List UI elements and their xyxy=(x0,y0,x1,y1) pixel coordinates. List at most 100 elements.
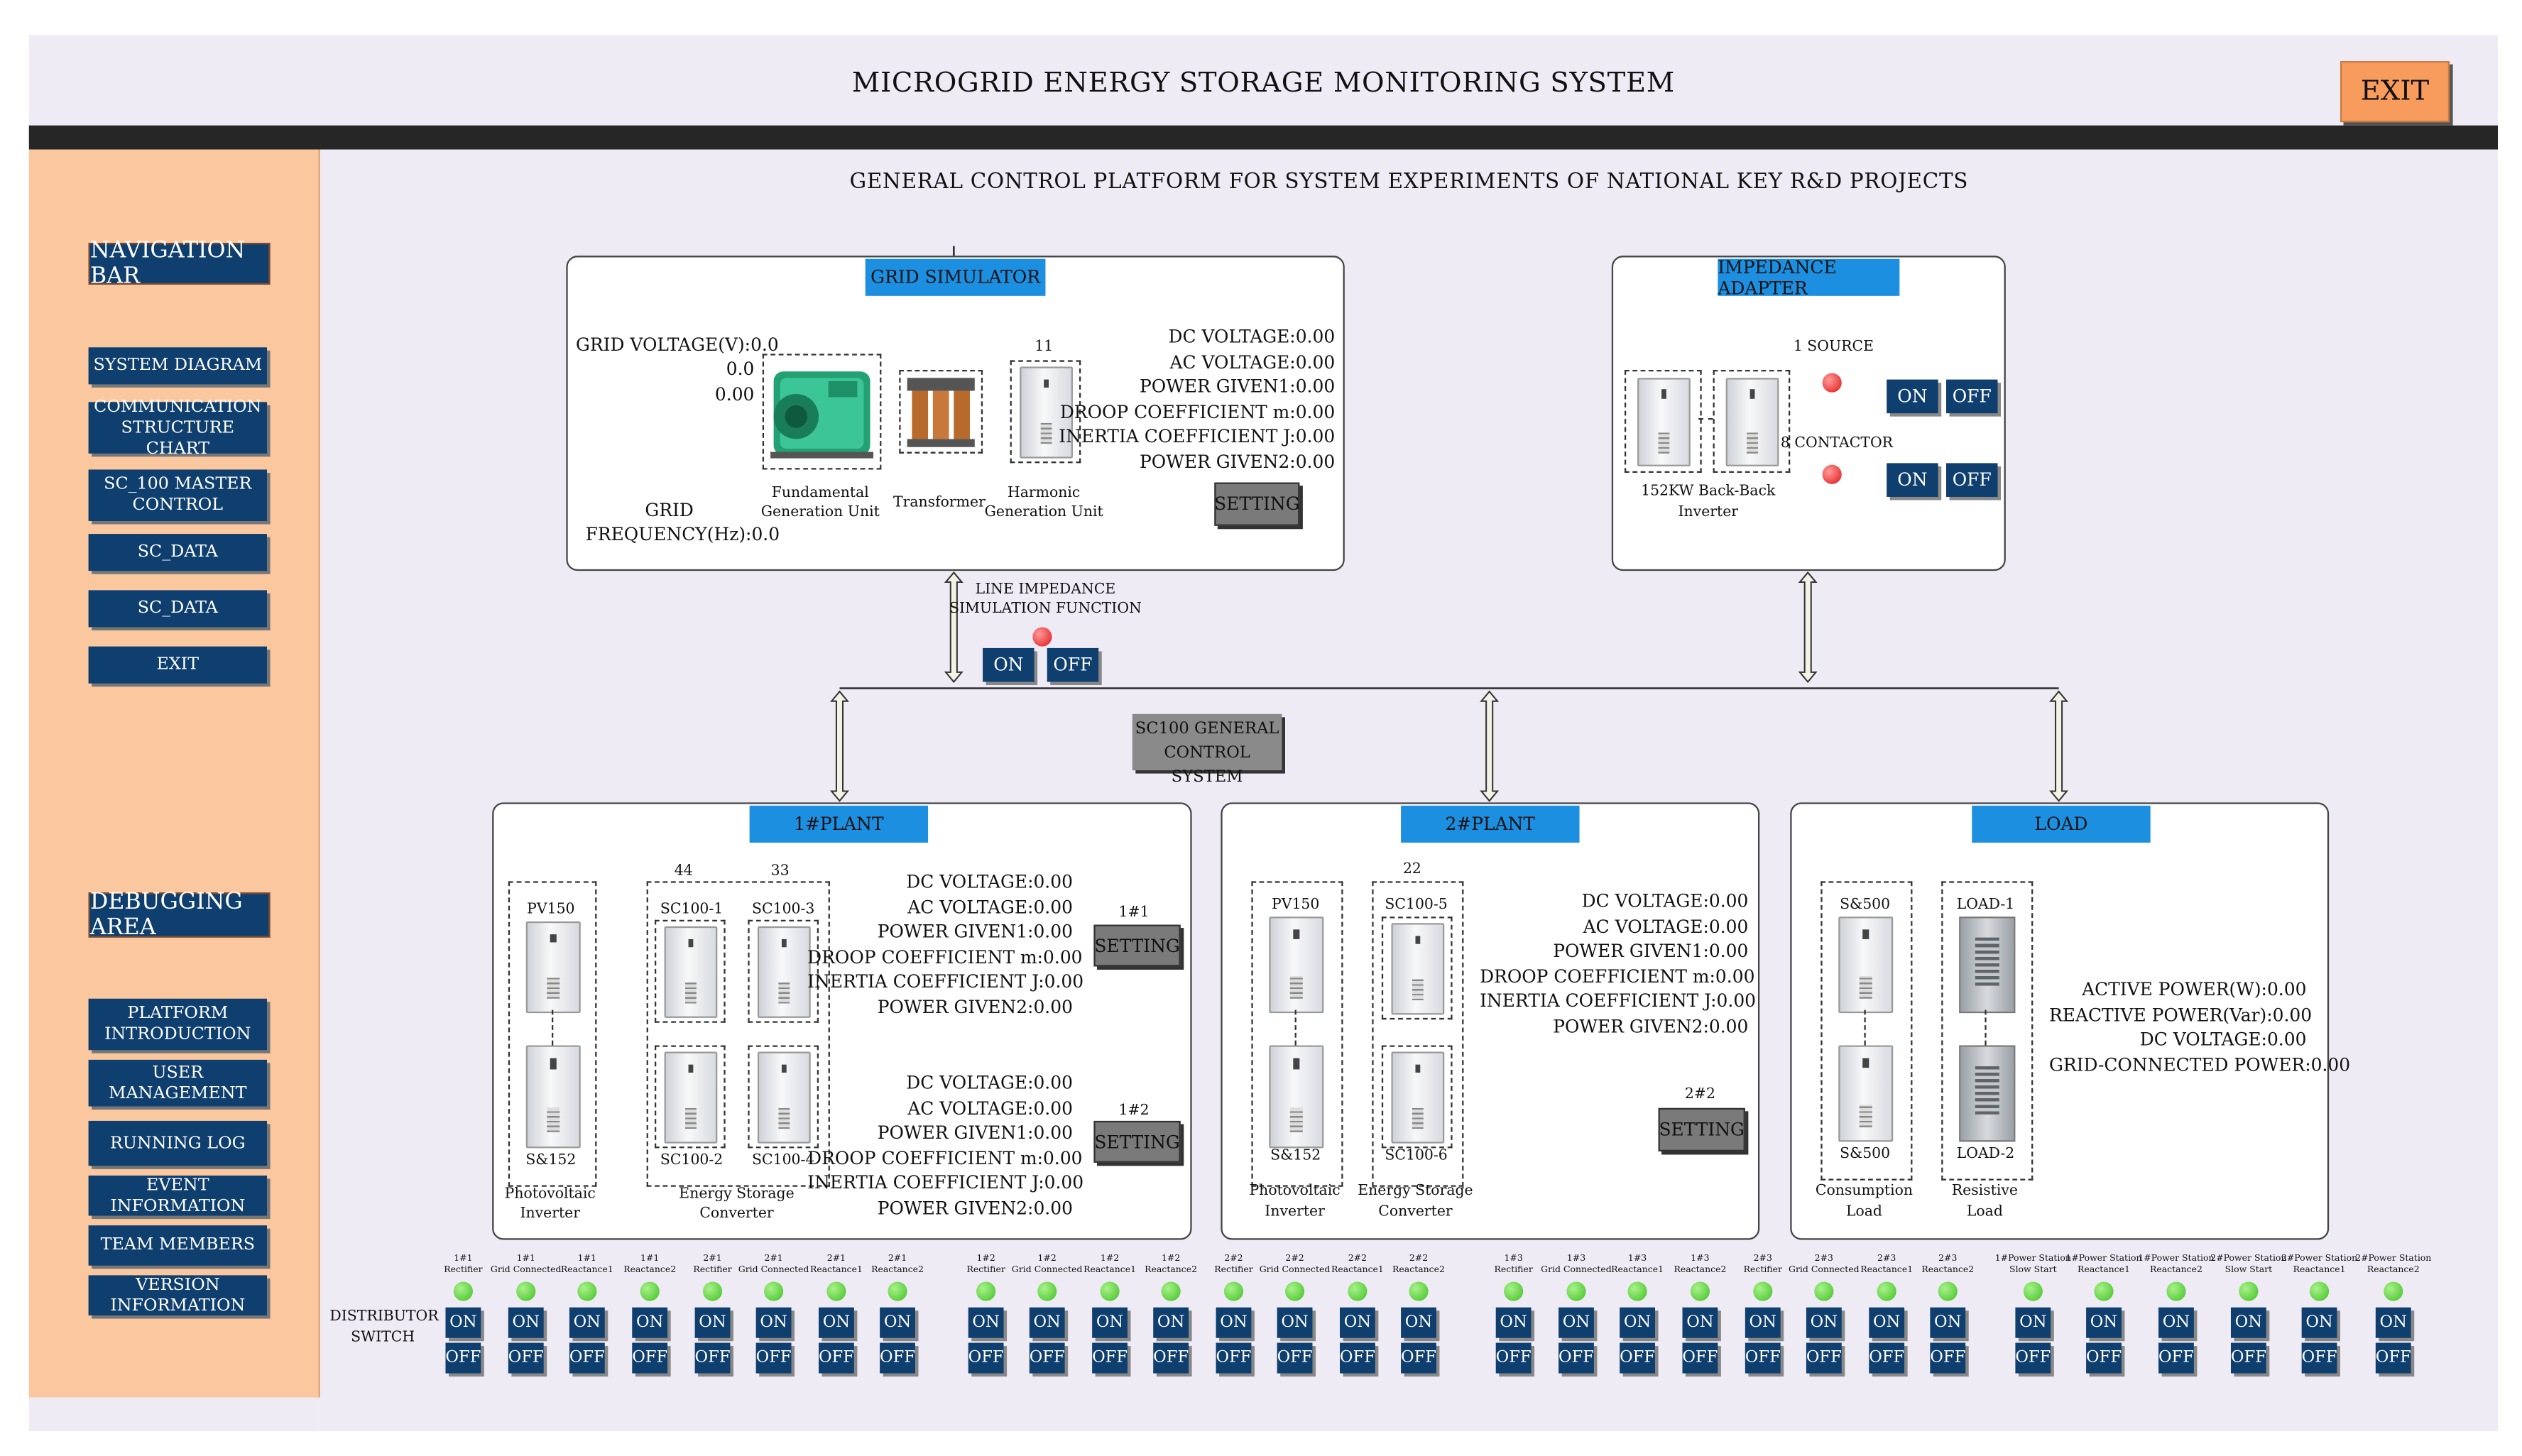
nav-item-exit[interactable]: EXIT xyxy=(88,646,268,684)
switch-14-off-button[interactable]: OFF xyxy=(1277,1342,1313,1374)
switch-16-on-button[interactable]: ON xyxy=(1401,1307,1436,1338)
page-title: MICROGRID ENERGY STORAGE MONITORING SYST… xyxy=(851,67,1675,100)
switch-25-off-button[interactable]: OFF xyxy=(2015,1342,2051,1374)
switch-7-on-button[interactable]: ON xyxy=(819,1307,854,1338)
switch-25-on-button[interactable]: ON xyxy=(2015,1307,2051,1338)
debug-item-user-management[interactable]: USER MANAGEMENT xyxy=(88,1059,268,1107)
plant-1-setting-1-tag: 1#1 xyxy=(1118,905,1150,922)
switch-30-on-button[interactable]: ON xyxy=(2375,1307,2411,1338)
switch-13-on-button[interactable]: ON xyxy=(1216,1307,1252,1338)
switch-16-label-2: Reactance2 xyxy=(1392,1265,1445,1276)
plant-1-setting-1-button[interactable]: SETTING xyxy=(1093,924,1181,967)
debug-item-running-log[interactable]: RUNNING LOG xyxy=(88,1120,268,1166)
switch-17-off-button[interactable]: OFF xyxy=(1496,1342,1532,1374)
switch-2-off-button[interactable]: OFF xyxy=(508,1342,544,1374)
switch-19-on-button[interactable]: ON xyxy=(1620,1307,1655,1338)
switch-21-off-button[interactable]: OFF xyxy=(1745,1342,1781,1374)
switch-22-on-button[interactable]: ON xyxy=(1806,1307,1842,1338)
switch-1-on-button[interactable]: ON xyxy=(445,1307,481,1338)
exit-button[interactable]: EXIT xyxy=(2340,61,2450,123)
switch-9-label-1: 1#2 xyxy=(976,1254,995,1264)
switch-8-label-1: 2#1 xyxy=(888,1254,907,1264)
switch-6-off-button[interactable]: OFF xyxy=(756,1342,792,1374)
source-on-button[interactable]: ON xyxy=(1887,379,1938,414)
switch-27-on-button[interactable]: ON xyxy=(2158,1307,2194,1338)
plant-2-setting-button[interactable]: SETTING xyxy=(1658,1107,1745,1151)
source-off-button[interactable]: OFF xyxy=(1946,379,1998,414)
switch-24-on-button[interactable]: ON xyxy=(1930,1307,1966,1338)
switch-10-on-button[interactable]: ON xyxy=(1029,1307,1065,1338)
switch-1-off-button[interactable]: OFF xyxy=(445,1342,481,1374)
nav-item-system-diagram[interactable]: SYSTEM DIAGRAM xyxy=(88,347,268,385)
switch-8-off-button[interactable]: OFF xyxy=(880,1342,915,1374)
switch-30-off-button[interactable]: OFF xyxy=(2376,1342,2411,1374)
switch-4-off-button[interactable]: OFF xyxy=(632,1342,667,1374)
grid-voltage-value-2: 0.0 xyxy=(726,358,755,380)
switch-8-on-button[interactable]: ON xyxy=(880,1307,915,1338)
switch-12-on-button[interactable]: ON xyxy=(1153,1307,1189,1338)
switch-12-off-button[interactable]: OFF xyxy=(1153,1342,1189,1374)
switch-20-on-button[interactable]: ON xyxy=(1682,1307,1718,1338)
line-impedance-off-button[interactable]: OFF xyxy=(1047,647,1099,682)
sc100-label-2: CONTROL SYSTEM xyxy=(1164,744,1250,787)
switch-11-on-button[interactable]: ON xyxy=(1092,1307,1128,1338)
switch-6-on-button[interactable]: ON xyxy=(755,1307,792,1338)
nav-item-sc-data[interactable]: SC_DATA xyxy=(88,590,268,628)
switch-18-off-button[interactable]: OFF xyxy=(1558,1342,1594,1374)
debug-item-team-members[interactable]: TEAM MEMBERS xyxy=(88,1225,268,1266)
sc100-control-system[interactable]: SC100 GENERAL CONTROL SYSTEM xyxy=(1132,713,1282,787)
plant-1-storage-frame xyxy=(646,881,830,1187)
switch-11-off-button[interactable]: OFF xyxy=(1092,1342,1128,1374)
plant-1-param2-inertia: INERTIA COEFFICIENT J:0.00 xyxy=(807,1173,1084,1194)
switch-7-off-button[interactable]: OFF xyxy=(819,1342,854,1374)
switch-3-on-button[interactable]: ON xyxy=(569,1307,605,1338)
load-title: LOAD xyxy=(1972,805,2151,843)
grid-frequency-label-2: FREQUENCY(Hz):0.0 xyxy=(585,524,780,545)
switch-3-off-button[interactable]: OFF xyxy=(569,1342,605,1374)
switch-23-on-button[interactable]: ON xyxy=(1869,1307,1905,1338)
debug-item-version-information[interactable]: VERSION INFORMATION xyxy=(88,1274,268,1316)
switch-17-on-button[interactable]: ON xyxy=(1495,1307,1532,1338)
switch-22-off-button[interactable]: OFF xyxy=(1806,1342,1842,1374)
contactor-off-button[interactable]: OFF xyxy=(1946,463,1998,497)
plant-1-sc1-bottom-label: SC100-2 xyxy=(660,1153,724,1169)
switch-9-off-button[interactable]: OFF xyxy=(968,1342,1004,1374)
switch-19-off-button[interactable]: OFF xyxy=(1620,1342,1655,1374)
debug-item-platform-introduction[interactable]: PLATFORM INTRODUCTION xyxy=(88,998,268,1051)
switch-16-off-button[interactable]: OFF xyxy=(1401,1342,1436,1374)
switch-15-off-button[interactable]: OFF xyxy=(1340,1342,1375,1374)
nav-item-sc-data[interactable]: SC_DATA xyxy=(88,534,268,571)
switch-28-off-button[interactable]: OFF xyxy=(2231,1342,2266,1374)
switch-15-on-button[interactable]: ON xyxy=(1339,1307,1375,1338)
switch-26-off-button[interactable]: OFF xyxy=(2086,1342,2122,1374)
switch-24-label-1: 2#3 xyxy=(1938,1254,1958,1264)
switch-20-off-button[interactable]: OFF xyxy=(1682,1342,1718,1374)
switch-26-on-button[interactable]: ON xyxy=(2086,1307,2122,1338)
switch-21-on-button[interactable]: ON xyxy=(1745,1307,1781,1338)
switch-10-off-button[interactable]: OFF xyxy=(1030,1342,1065,1374)
switch-2-on-button[interactable]: ON xyxy=(508,1307,544,1338)
switch-9-status-led xyxy=(976,1281,996,1301)
switch-24-off-button[interactable]: OFF xyxy=(1930,1342,1965,1374)
switch-29-off-button[interactable]: OFF xyxy=(2302,1342,2337,1374)
switch-23-off-button[interactable]: OFF xyxy=(1869,1342,1904,1374)
switch-1-label-2: Rectifier xyxy=(444,1265,483,1276)
debug-item-event-information[interactable]: EVENT INFORMATION xyxy=(88,1175,268,1216)
switch-5-on-button[interactable]: ON xyxy=(694,1307,731,1338)
line-impedance-on-button[interactable]: ON xyxy=(983,647,1035,682)
switch-4-on-button[interactable]: ON xyxy=(632,1307,668,1338)
switch-18-on-button[interactable]: ON xyxy=(1558,1307,1594,1338)
switch-13-off-button[interactable]: OFF xyxy=(1216,1342,1252,1374)
contactor-on-button[interactable]: ON xyxy=(1887,463,1938,497)
switch-5-off-button[interactable]: OFF xyxy=(695,1342,731,1374)
switch-9-on-button[interactable]: ON xyxy=(968,1307,1004,1338)
plant-1-sc1-cabinet-icon xyxy=(664,926,718,1018)
plant-1-setting-2-button[interactable]: SETTING xyxy=(1093,1120,1181,1163)
nav-item-sc-100-master-control[interactable]: SC_100 MASTER CONTROL xyxy=(88,469,268,521)
grid-setting-button[interactable]: SETTING xyxy=(1214,482,1300,526)
plant-1-sc2-bottom-frame xyxy=(748,1045,819,1149)
switch-28-on-button[interactable]: ON xyxy=(2230,1307,2266,1338)
switch-14-on-button[interactable]: ON xyxy=(1277,1307,1313,1338)
switch-29-on-button[interactable]: ON xyxy=(2301,1307,2337,1338)
switch-27-off-button[interactable]: OFF xyxy=(2158,1342,2194,1374)
